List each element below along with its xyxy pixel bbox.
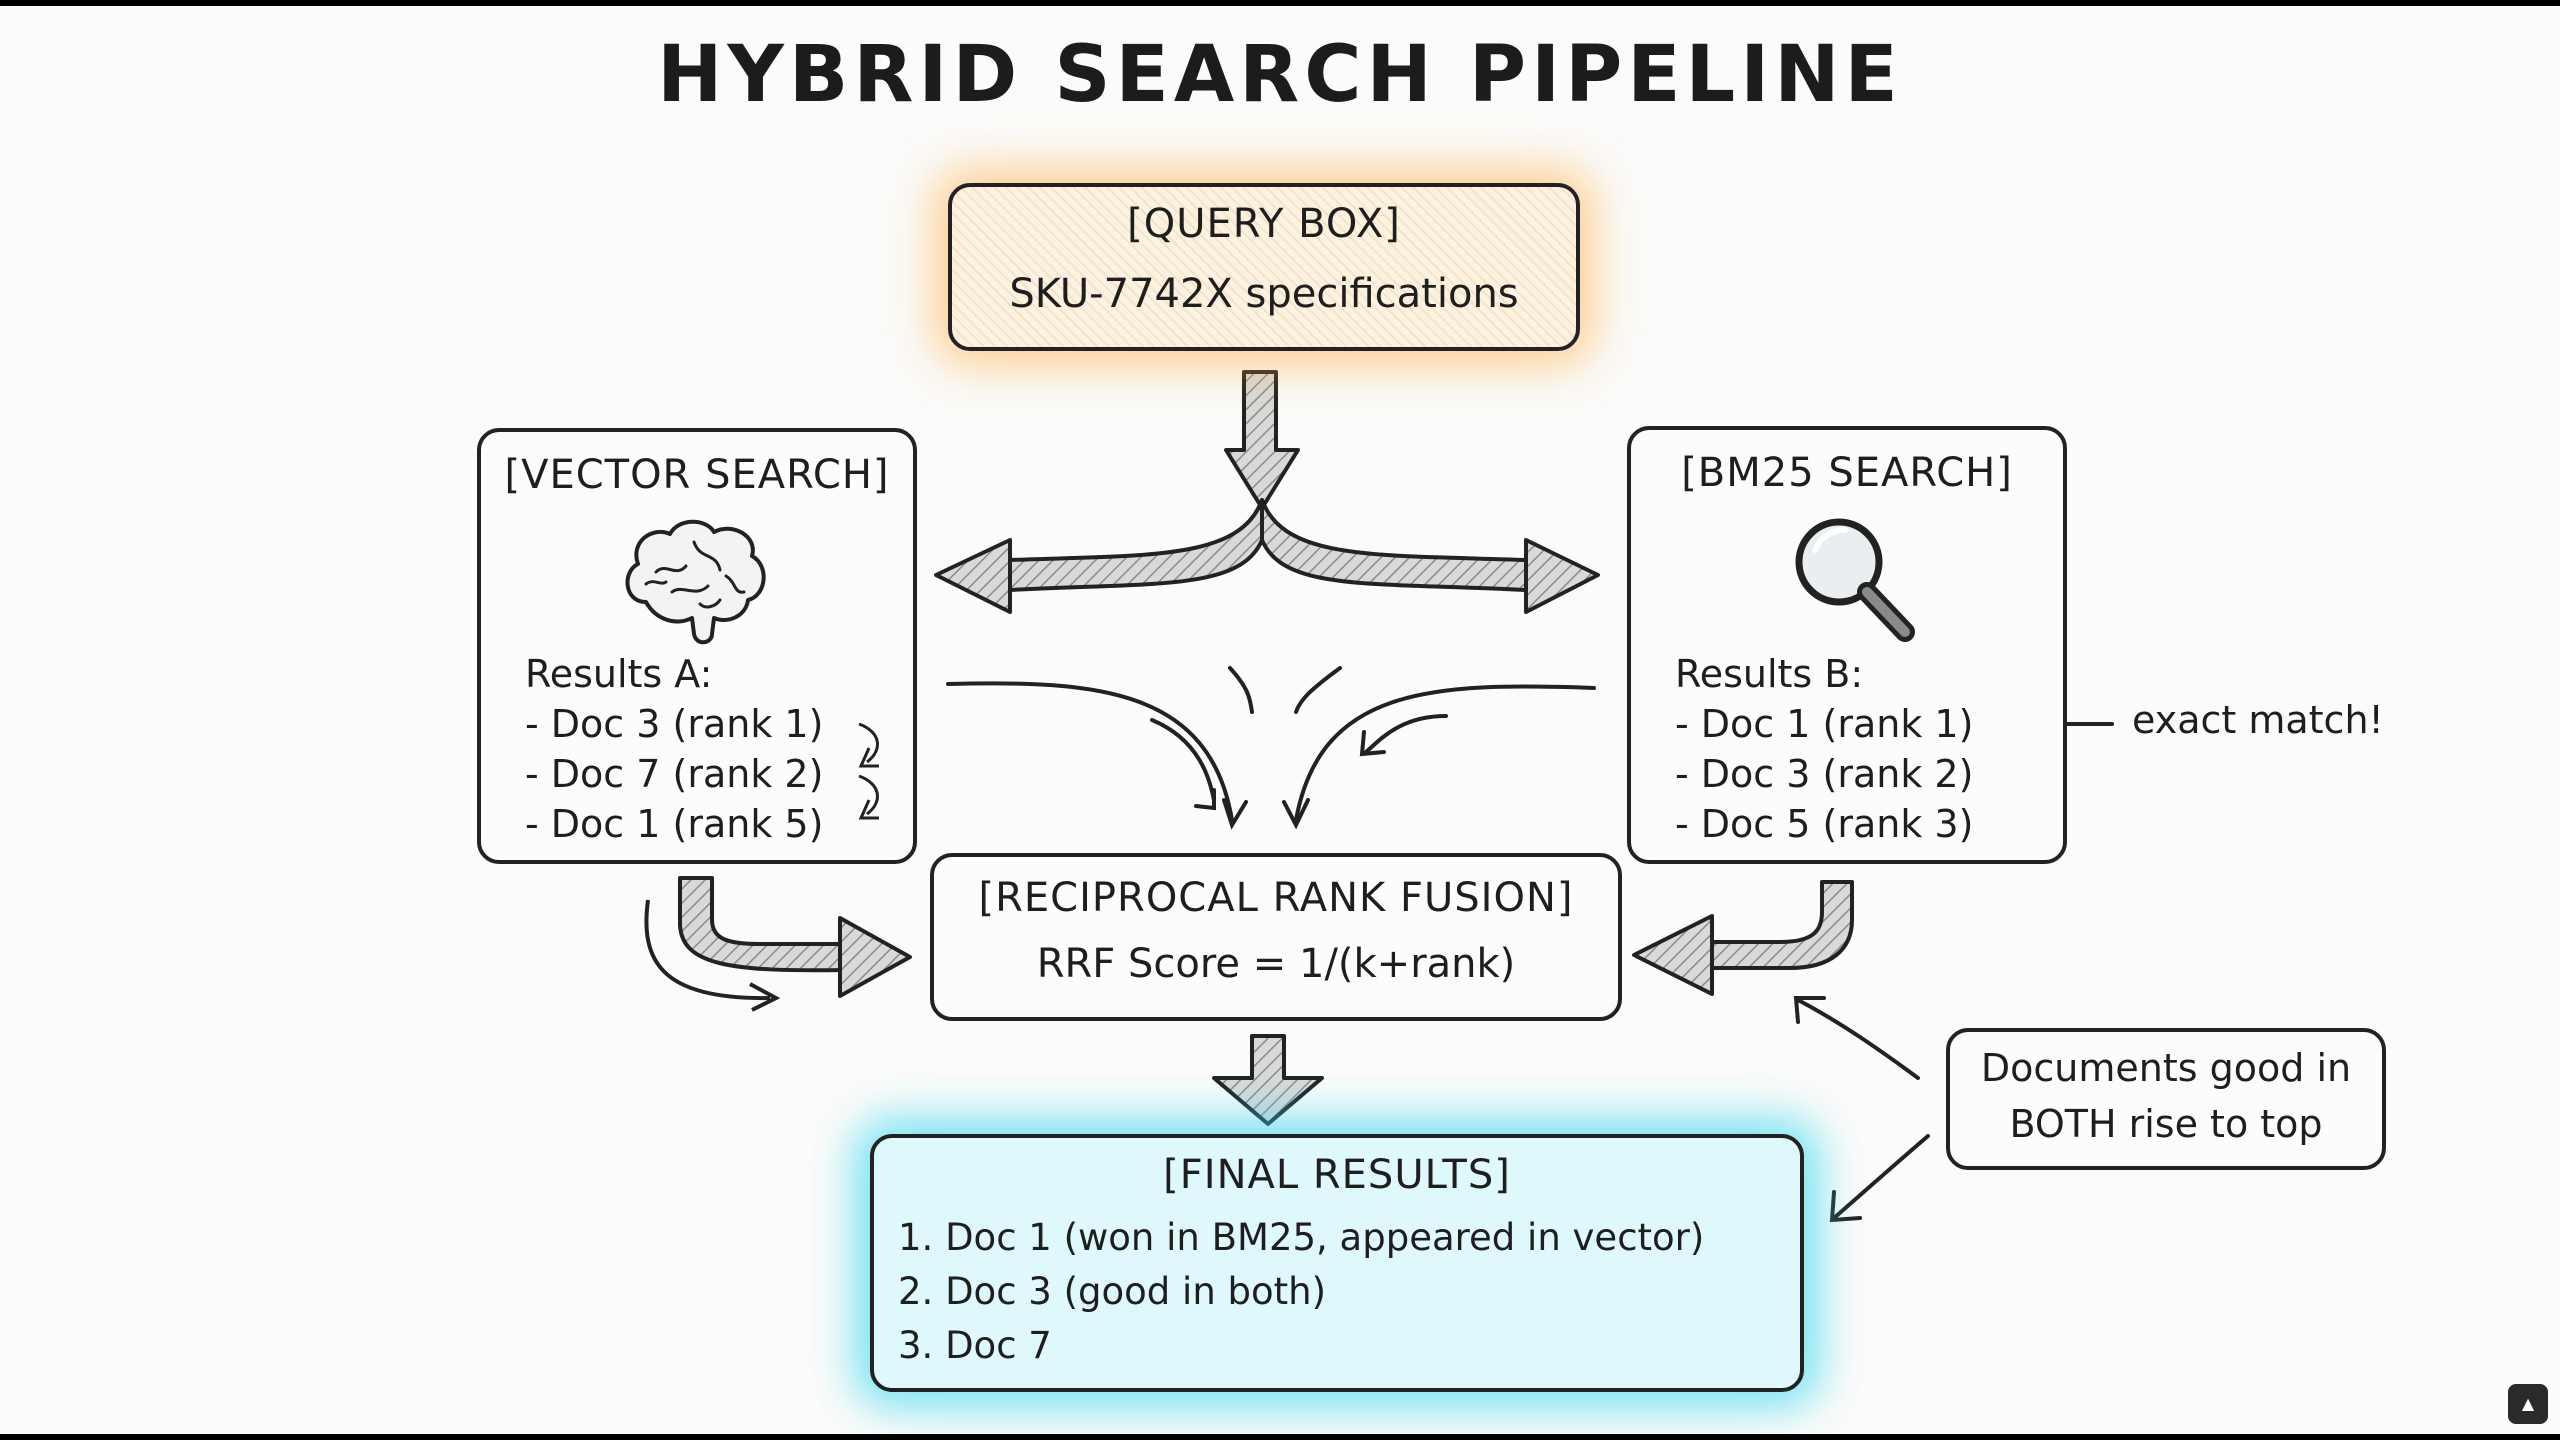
final-results-heading: [FINAL RESULTS]: [1163, 1152, 1511, 1198]
vector-result-item: - Doc 1 (rank 5): [525, 802, 824, 846]
vector-result-item: - Doc 7 (rank 2): [525, 752, 824, 796]
final-result-item: 2. Doc 3 (good in both): [898, 1270, 1327, 1313]
bm25-to-fusion-arrow: [1632, 880, 1854, 996]
final-results-box: [FINAL RESULTS] 1. Doc 1 (won in BM25, a…: [870, 1134, 1804, 1392]
vector-search-heading: [VECTOR SEARCH]: [504, 452, 890, 498]
exact-match-annotation: exact match!: [2132, 698, 2384, 742]
vector-to-fusion-arrow: [644, 876, 912, 1012]
note-arrows: [1793, 996, 1930, 1223]
vector-result-item: - Doc 3 (rank 1): [525, 702, 824, 746]
magnifier-icon: [1781, 510, 1931, 654]
note-line: Documents good in: [1980, 1046, 2352, 1090]
final-result-item: 3. Doc 7: [898, 1324, 1052, 1367]
vector-results-label: Results A:: [525, 652, 713, 696]
bm25-result-item: - Doc 5 (rank 3): [1675, 802, 1974, 846]
split-arrow: [934, 370, 1600, 614]
brain-icon: [616, 512, 776, 666]
bm25-result-item: - Doc 1 (rank 1): [1675, 702, 1974, 746]
channel-logo-icon[interactable]: ▲: [2508, 1384, 2548, 1424]
bm25-search-heading: [BM25 SEARCH]: [1681, 450, 2013, 496]
rrf-box: [RECIPROCAL RANK FUSION] RRF Score = 1/(…: [930, 853, 1622, 1021]
fusion-to-final-arrow: [1212, 1034, 1324, 1126]
note-line: BOTH rise to top: [2009, 1102, 2323, 1146]
query-box: [QUERY BOX] SKU-7742X specifications: [948, 183, 1580, 351]
query-box-heading: [QUERY BOX]: [1127, 201, 1401, 247]
final-result-item: 1. Doc 1 (won in BM25, appeared in vecto…: [898, 1216, 1705, 1259]
bottom-frame-bar: [0, 1434, 2560, 1440]
note-box: Documents good in BOTH rise to top: [1946, 1028, 2386, 1170]
vector-search-box: [VECTOR SEARCH] Results A: - Doc 3 (rank…: [477, 428, 917, 864]
bm25-result-item: - Doc 3 (rank 2): [1675, 752, 1974, 796]
converging-arrows: [946, 666, 1596, 830]
bm25-search-box: [BM25 SEARCH] Results B: - Doc 1 (rank 1…: [1627, 426, 2067, 864]
query-text: SKU-7742X specifications: [1009, 271, 1519, 317]
rank-shift-arrows: [858, 722, 879, 820]
rrf-heading: [RECIPROCAL RANK FUSION]: [978, 875, 1574, 921]
top-frame-bar: [0, 0, 2560, 6]
rrf-formula: RRF Score = 1/(k+rank): [1036, 941, 1516, 987]
bm25-results-label: Results B:: [1675, 652, 1864, 696]
diagram-title: HYBRID SEARCH PIPELINE: [657, 30, 1903, 120]
